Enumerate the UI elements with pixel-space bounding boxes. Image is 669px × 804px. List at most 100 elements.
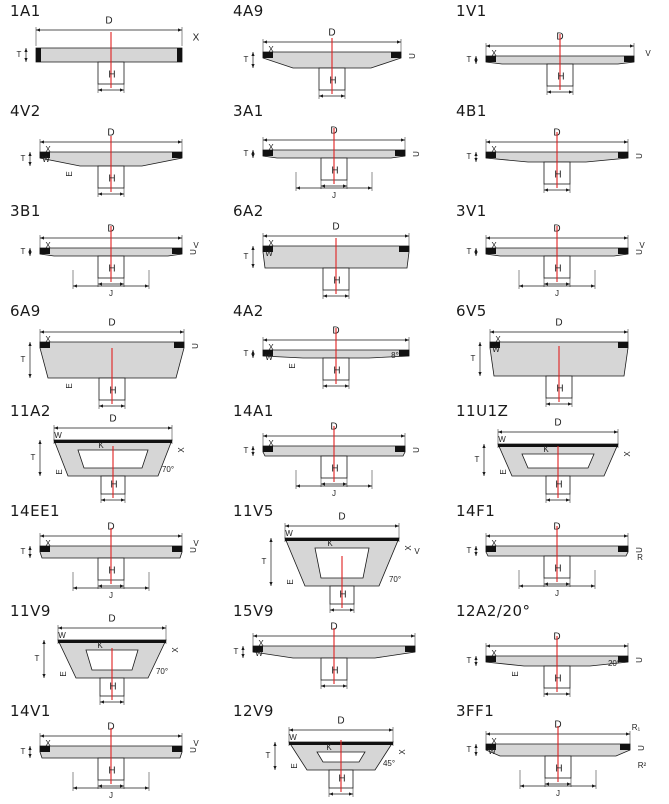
label-H: H <box>555 480 562 491</box>
arrow-head <box>486 534 490 538</box>
arrow-head <box>40 140 44 144</box>
label-E: E <box>288 363 297 368</box>
arrow-head <box>520 784 524 788</box>
label-E: E <box>55 469 64 474</box>
label-D: D <box>328 28 335 39</box>
abrasive-rim <box>36 48 41 62</box>
label-K: K <box>97 641 103 650</box>
profile-code: 4A9 <box>233 2 264 20</box>
arrow-head <box>486 644 490 648</box>
label-U: U <box>408 53 417 59</box>
label-E: E <box>65 171 74 176</box>
arrow-head <box>38 472 42 476</box>
label-H: H <box>108 70 115 81</box>
label-T: T <box>17 50 22 59</box>
arrow-head <box>566 498 570 502</box>
arrow-head <box>624 330 628 334</box>
arrow-head <box>345 384 349 388</box>
label-J: J <box>332 489 336 498</box>
abrasive-rim <box>253 646 263 652</box>
label-X: X <box>491 539 497 548</box>
label-J: J <box>556 789 560 798</box>
label-J: J <box>332 191 336 200</box>
label-H: H <box>333 366 340 377</box>
arrow-head <box>28 554 32 558</box>
arrow-head <box>251 452 255 456</box>
label-X: X <box>268 239 274 248</box>
arrow-head <box>263 234 267 238</box>
label-K: K <box>98 441 104 450</box>
label-T: T <box>244 252 249 261</box>
arrow-head <box>251 354 255 358</box>
arrow-head <box>591 584 595 588</box>
arrow-head <box>285 524 289 528</box>
abrasive-rim <box>172 248 182 254</box>
arrow-head <box>478 372 482 376</box>
arrow-head <box>614 430 618 434</box>
arrow-head <box>323 384 327 388</box>
profile-code: 6V5 <box>456 302 487 320</box>
label-D: D <box>107 722 114 733</box>
profile-code: 4A2 <box>233 302 264 320</box>
arrow-head <box>73 284 77 288</box>
arrow-head <box>546 498 550 502</box>
profile-code: 11A2 <box>10 402 51 420</box>
abrasive-rim <box>486 744 496 750</box>
profile-code: 14EE1 <box>10 502 61 520</box>
arrow-head <box>28 152 32 156</box>
arrow-head <box>28 248 32 252</box>
profile-code: 11U1Z <box>456 402 509 420</box>
arrow-head <box>545 782 549 786</box>
label-W: W <box>42 155 50 164</box>
label-E: E <box>499 469 508 474</box>
arrow-head <box>486 44 490 48</box>
arrow-head <box>263 138 267 142</box>
label-K: K <box>543 445 549 454</box>
profile-code: 3B1 <box>10 202 41 220</box>
wheel-profile-cell: 3V1DTXUVHJ <box>446 200 669 300</box>
label-U: U <box>189 249 198 255</box>
arrow-head <box>120 584 124 588</box>
arrow-head <box>296 484 300 488</box>
label-H: H <box>331 166 338 177</box>
arrow-head <box>474 552 478 556</box>
profile-code: 14A1 <box>233 402 274 420</box>
abrasive-rim <box>40 152 50 158</box>
wheel-profile-cell: 12A2/20°DTXUE20°H <box>446 600 669 700</box>
profile-code: 6A2 <box>233 202 264 220</box>
arrow-head <box>178 236 182 240</box>
arrow-head <box>519 584 523 588</box>
label-D: D <box>108 614 115 625</box>
arrow-head <box>498 430 502 434</box>
label-D: D <box>337 716 344 727</box>
abrasive-rim <box>405 646 415 652</box>
arrow-head <box>405 338 409 342</box>
arrow-head <box>121 404 125 408</box>
abrasive-rim <box>486 656 496 662</box>
profile-code: 6A9 <box>10 302 41 320</box>
abrasive-rim <box>263 150 273 156</box>
label-K: K <box>327 539 333 548</box>
arrow-head <box>474 152 478 156</box>
label-X: X <box>268 343 274 352</box>
arrow-head <box>474 252 478 256</box>
wheel-profile-cell: 3B1DTXUVHJ <box>0 200 223 300</box>
arrow-head <box>100 700 104 704</box>
label-U: U <box>635 153 644 159</box>
arrow-head <box>178 28 182 32</box>
label-H: H <box>557 72 564 83</box>
arrow-head <box>263 338 267 342</box>
arrow-head <box>319 94 323 98</box>
arrow-head <box>24 48 28 52</box>
label-H: H <box>556 384 563 395</box>
arrow-head <box>24 58 28 62</box>
abrasive-rim <box>54 440 172 443</box>
arrow-head <box>162 626 166 630</box>
arrow-head <box>273 742 277 746</box>
abrasive-rim <box>486 248 496 254</box>
